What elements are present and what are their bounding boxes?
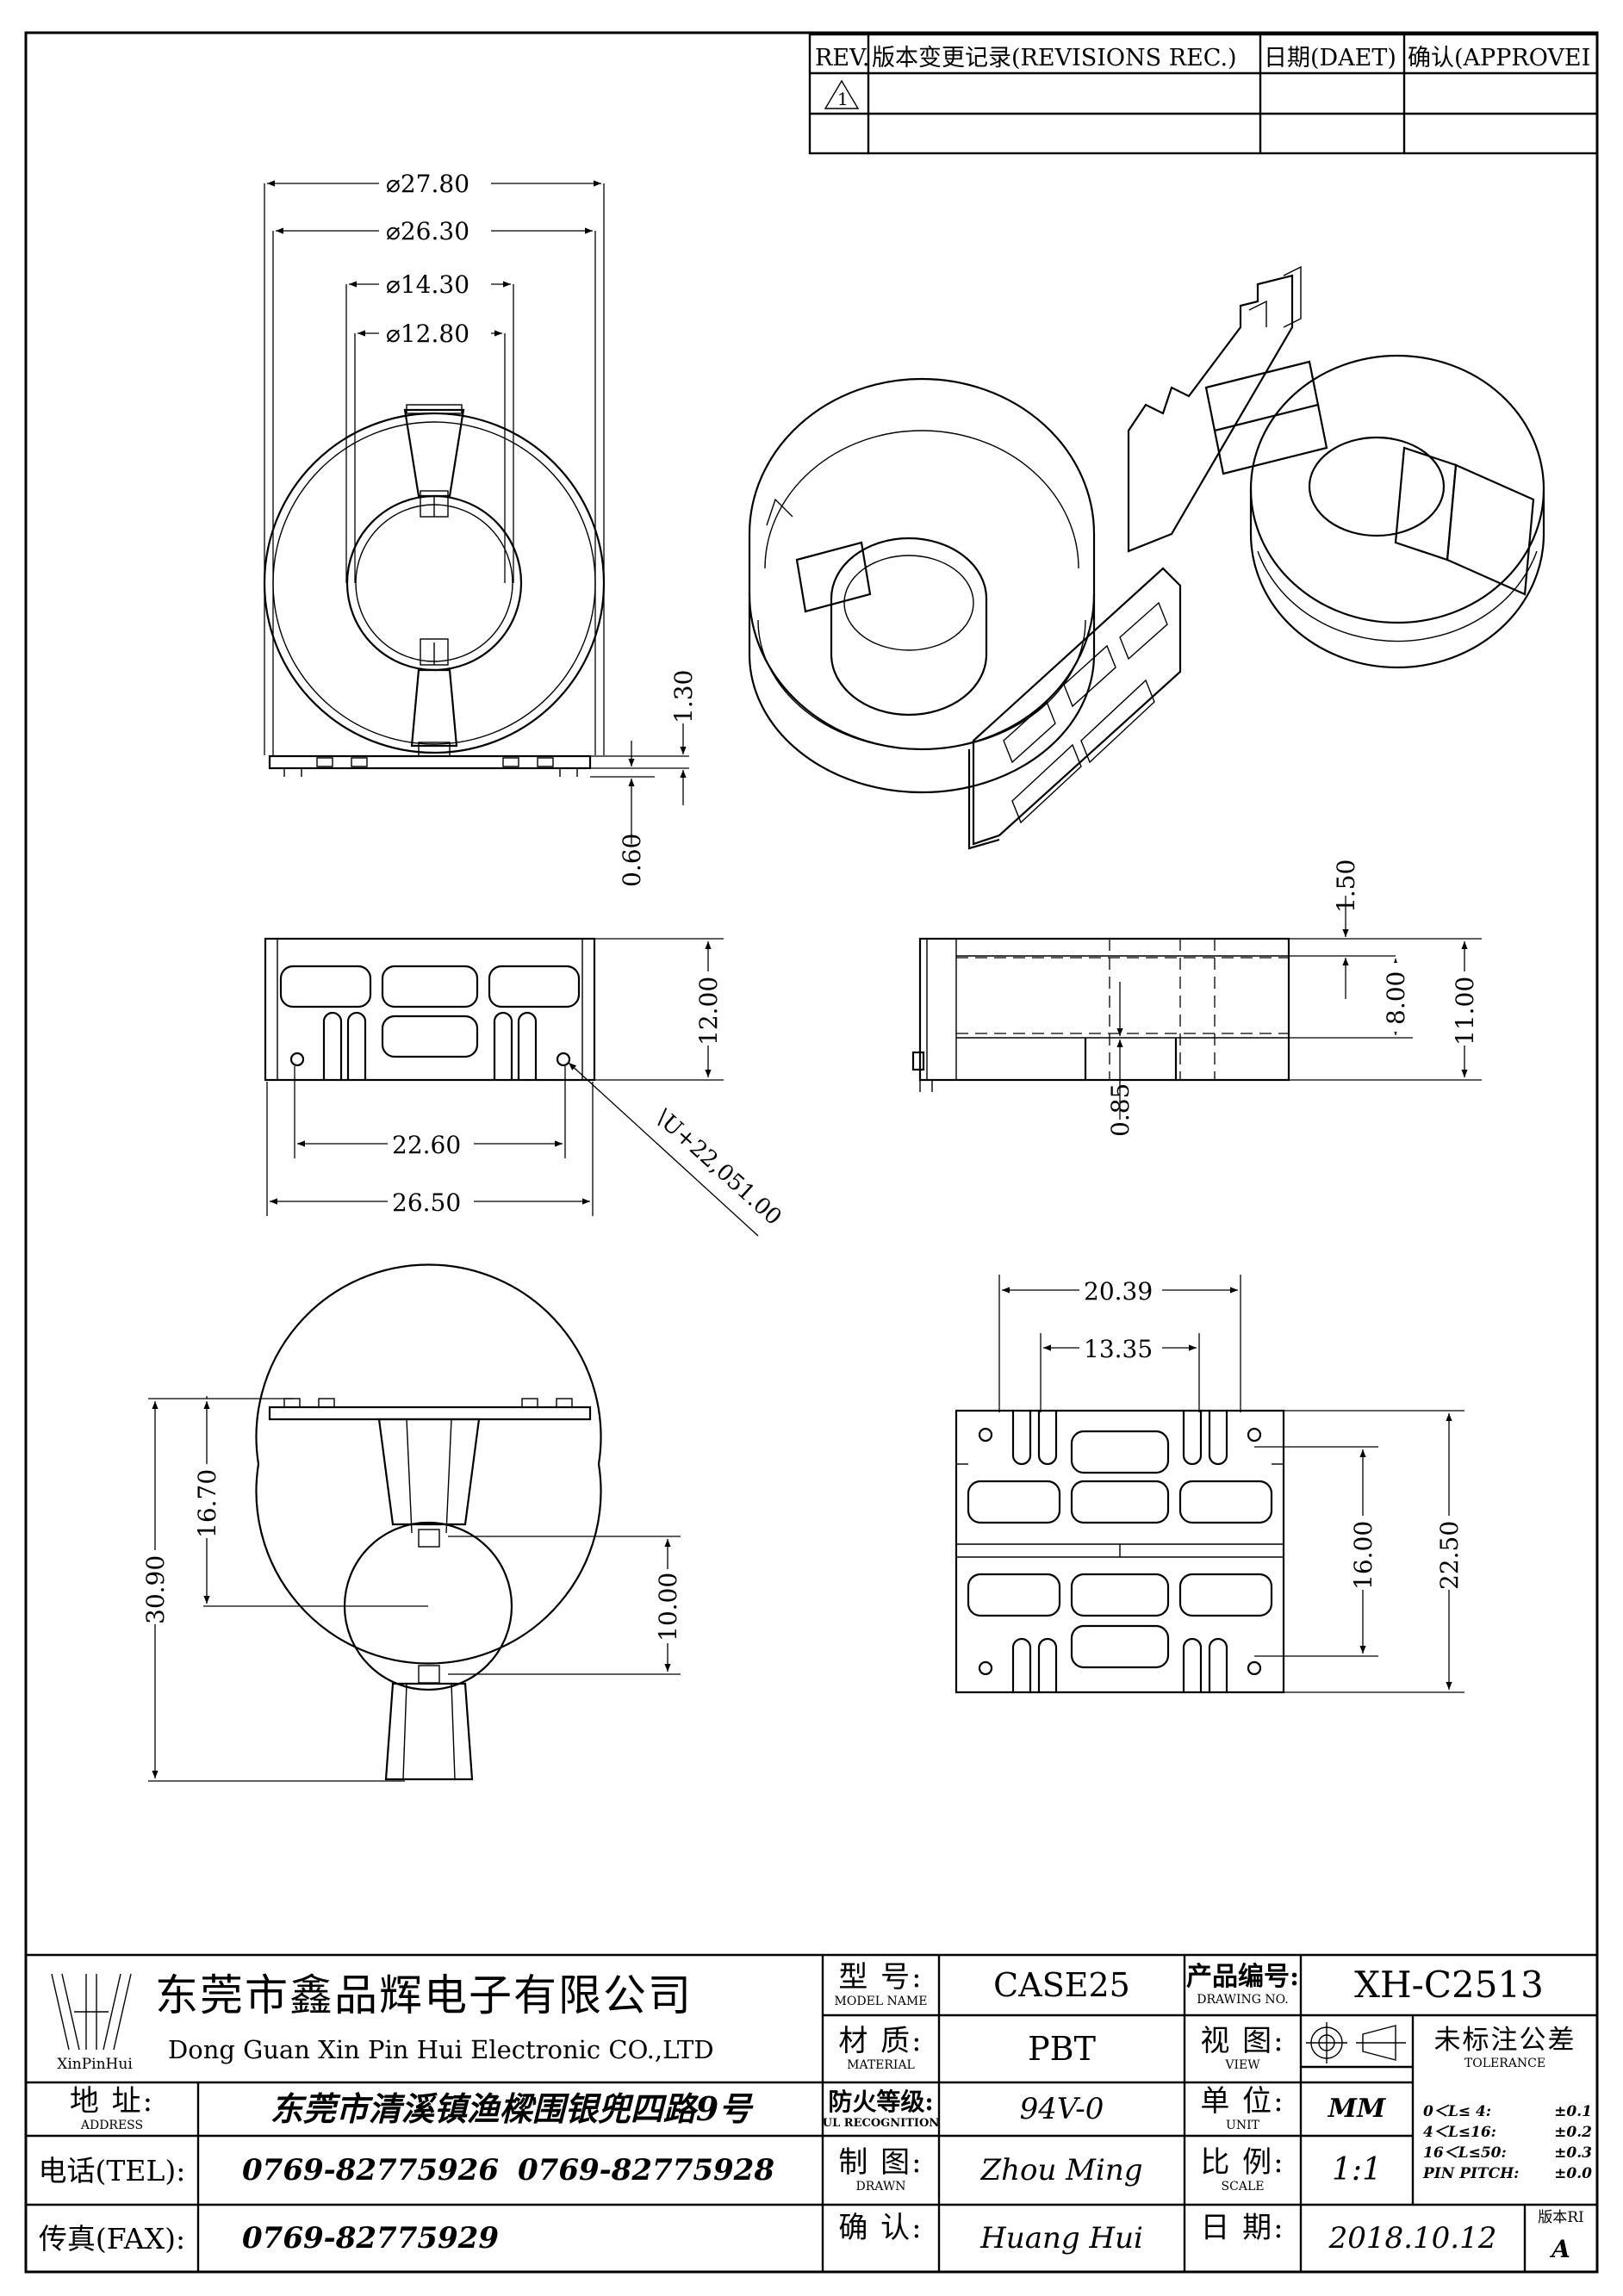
drawing-no-value: XH-C2513	[1354, 1964, 1544, 2006]
dim-core-inner-diameter: ⌀12.80	[386, 320, 469, 348]
dim-plate-outer-pitch: 20.39	[1084, 1277, 1153, 1306]
material-label: 材 质: MATERIAL	[838, 2024, 923, 2072]
unit-label: 单 位: UNIT	[1200, 2084, 1285, 2132]
end-view-dimensions: 1.50 8.00 11.00 0.85	[1106, 859, 1482, 1137]
fax-label: 传真(FAX):	[38, 2221, 186, 2256]
model-label: 型 号: MODEL NAME	[834, 1960, 928, 2008]
dim-plate-offset: 0.60	[618, 834, 646, 887]
revisions-header: 版本变更记录(REVISIONS REC.)	[872, 45, 1237, 71]
rev-header: REV.	[815, 45, 869, 71]
isometric-view	[748, 265, 1545, 850]
check-value: Huang Hui	[980, 2221, 1143, 2256]
revision-triangle-icon	[824, 79, 860, 109]
company-name-en: Dong Guan Xin Pin Hui Electronic CO.,LTD	[168, 2034, 714, 2064]
dim-base-thickness: 0.85	[1106, 1083, 1135, 1137]
view-label: 视 图: VIEW	[1200, 2024, 1285, 2072]
material-value: PBT	[1028, 2030, 1096, 2068]
version-value: A	[1551, 2235, 1570, 2263]
dim-pin-pitch-width: 22.60	[392, 1131, 461, 1159]
fax-value: 0769-82775929	[242, 2221, 499, 2256]
dim-total-height: 11.00	[1451, 977, 1479, 1046]
bottom-view-dimensions: 30.90 16.70 10.00	[140, 1396, 682, 1782]
date-label: 日 期:	[1200, 2211, 1285, 2245]
ul-value: 94V-0	[1019, 2092, 1104, 2126]
check-label: 确 认:	[838, 2211, 923, 2245]
company-name-cn: 东莞市鑫品辉电子有限公司	[155, 1970, 693, 2020]
approve-header: 确认(APPROVEI	[1408, 45, 1590, 71]
date-value: 2018.10.12	[1328, 2221, 1497, 2256]
dim-side-width: 26.50	[392, 1188, 461, 1217]
bottom-view	[255, 1263, 602, 1781]
tolerance-title: 未标注公差 TOLERANCE	[1433, 2024, 1576, 2070]
side-view-dimensions: 12.00 22.60 26.50 \U+22,051.00	[266, 938, 787, 1237]
address-value: 东莞市清溪镇渔樑围银兜四路9号	[270, 2089, 752, 2128]
front-view	[263, 404, 606, 777]
dim-overall-height: 30.90	[141, 1555, 170, 1624]
drawing-no-label: 产品编号: DRAWING NO.	[1185, 1962, 1300, 2007]
dim-plate-pin-span: 16.00	[1349, 1521, 1377, 1590]
scale-label: 比 例: SCALE	[1200, 2145, 1285, 2194]
dim-side-height: 12.00	[694, 977, 723, 1046]
unit-value: MM	[1328, 2094, 1386, 2124]
dim-center-height: 16.70	[193, 1469, 221, 1538]
dim-slot-span: 10.00	[654, 1573, 682, 1641]
pin-plate-view	[955, 1409, 1285, 1694]
drawn-value: Zhou Ming	[980, 2153, 1143, 2187]
front-view-dimensions: ⌀27.80 ⌀26.30 ⌀14.30 ⌀12.80 1.30 0.60	[264, 169, 698, 887]
dim-outer-inner-diameter: ⌀26.30	[386, 217, 469, 245]
tolerance-row: 16＜L≤50:±0.3	[1423, 2144, 1592, 2162]
tolerance-table: 0＜L≤ 4:±0.1 4＜L≤16:±0.2 16＜L≤50:±0.3 PIN…	[1423, 2101, 1592, 2184]
dim-inner-height: 8.00	[1382, 971, 1410, 1025]
tolerance-row: 0＜L≤ 4:±0.1	[1423, 2103, 1592, 2120]
dim-plate-inner-pitch: 13.35	[1084, 1335, 1153, 1363]
projection-symbol-icon	[1306, 2022, 1406, 2063]
logo-caption: XinPinHui	[57, 2055, 133, 2073]
tel-label: 电话(TEL):	[38, 2153, 186, 2187]
ul-label: 防火等级: UL RECOGNITION	[822, 2087, 940, 2130]
scale-value: 1:1	[1332, 2152, 1382, 2187]
date-header: 日期(DAET)	[1264, 45, 1396, 71]
revision-number: 1	[837, 89, 849, 109]
side-view	[264, 937, 596, 1082]
revision-block: REV. 版本变更记录(REVISIONS REC.) 日期(DAET) 确认(…	[808, 33, 1599, 155]
tolerance-row: 4＜L≤16:±0.2	[1423, 2124, 1592, 2141]
dim-outer-diameter: ⌀27.80	[386, 170, 469, 198]
pin-plate-dimensions: 20.39 13.35 16.00 22.50	[998, 1275, 1464, 1693]
dim-plate-thickness: 1.30	[669, 670, 698, 723]
tel-2: 0769-82775928	[518, 2153, 774, 2187]
drawn-label: 制 图: DRAWN	[838, 2145, 923, 2194]
dim-plate-length: 22.50	[1435, 1521, 1464, 1590]
tolerance-row: PIN PITCH:±0.0	[1423, 2165, 1592, 2182]
address-label: 地 址: ADDRESS	[69, 2084, 155, 2132]
tel-1: 0769-82775926	[242, 2153, 499, 2187]
model-value: CASE25	[993, 1966, 1130, 2004]
sheet-border	[24, 31, 1599, 2274]
end-view	[911, 937, 1290, 1092]
title-block-grid	[26, 1953, 1597, 2272]
company-logo	[51, 1973, 132, 2051]
dim-wall-thickness: 1.50	[1332, 859, 1360, 913]
dim-core-outer-diameter: ⌀14.30	[386, 270, 469, 299]
version-label: 版本RI	[1538, 2208, 1584, 2226]
pin-note: \U+22,051.00	[650, 1105, 786, 1231]
